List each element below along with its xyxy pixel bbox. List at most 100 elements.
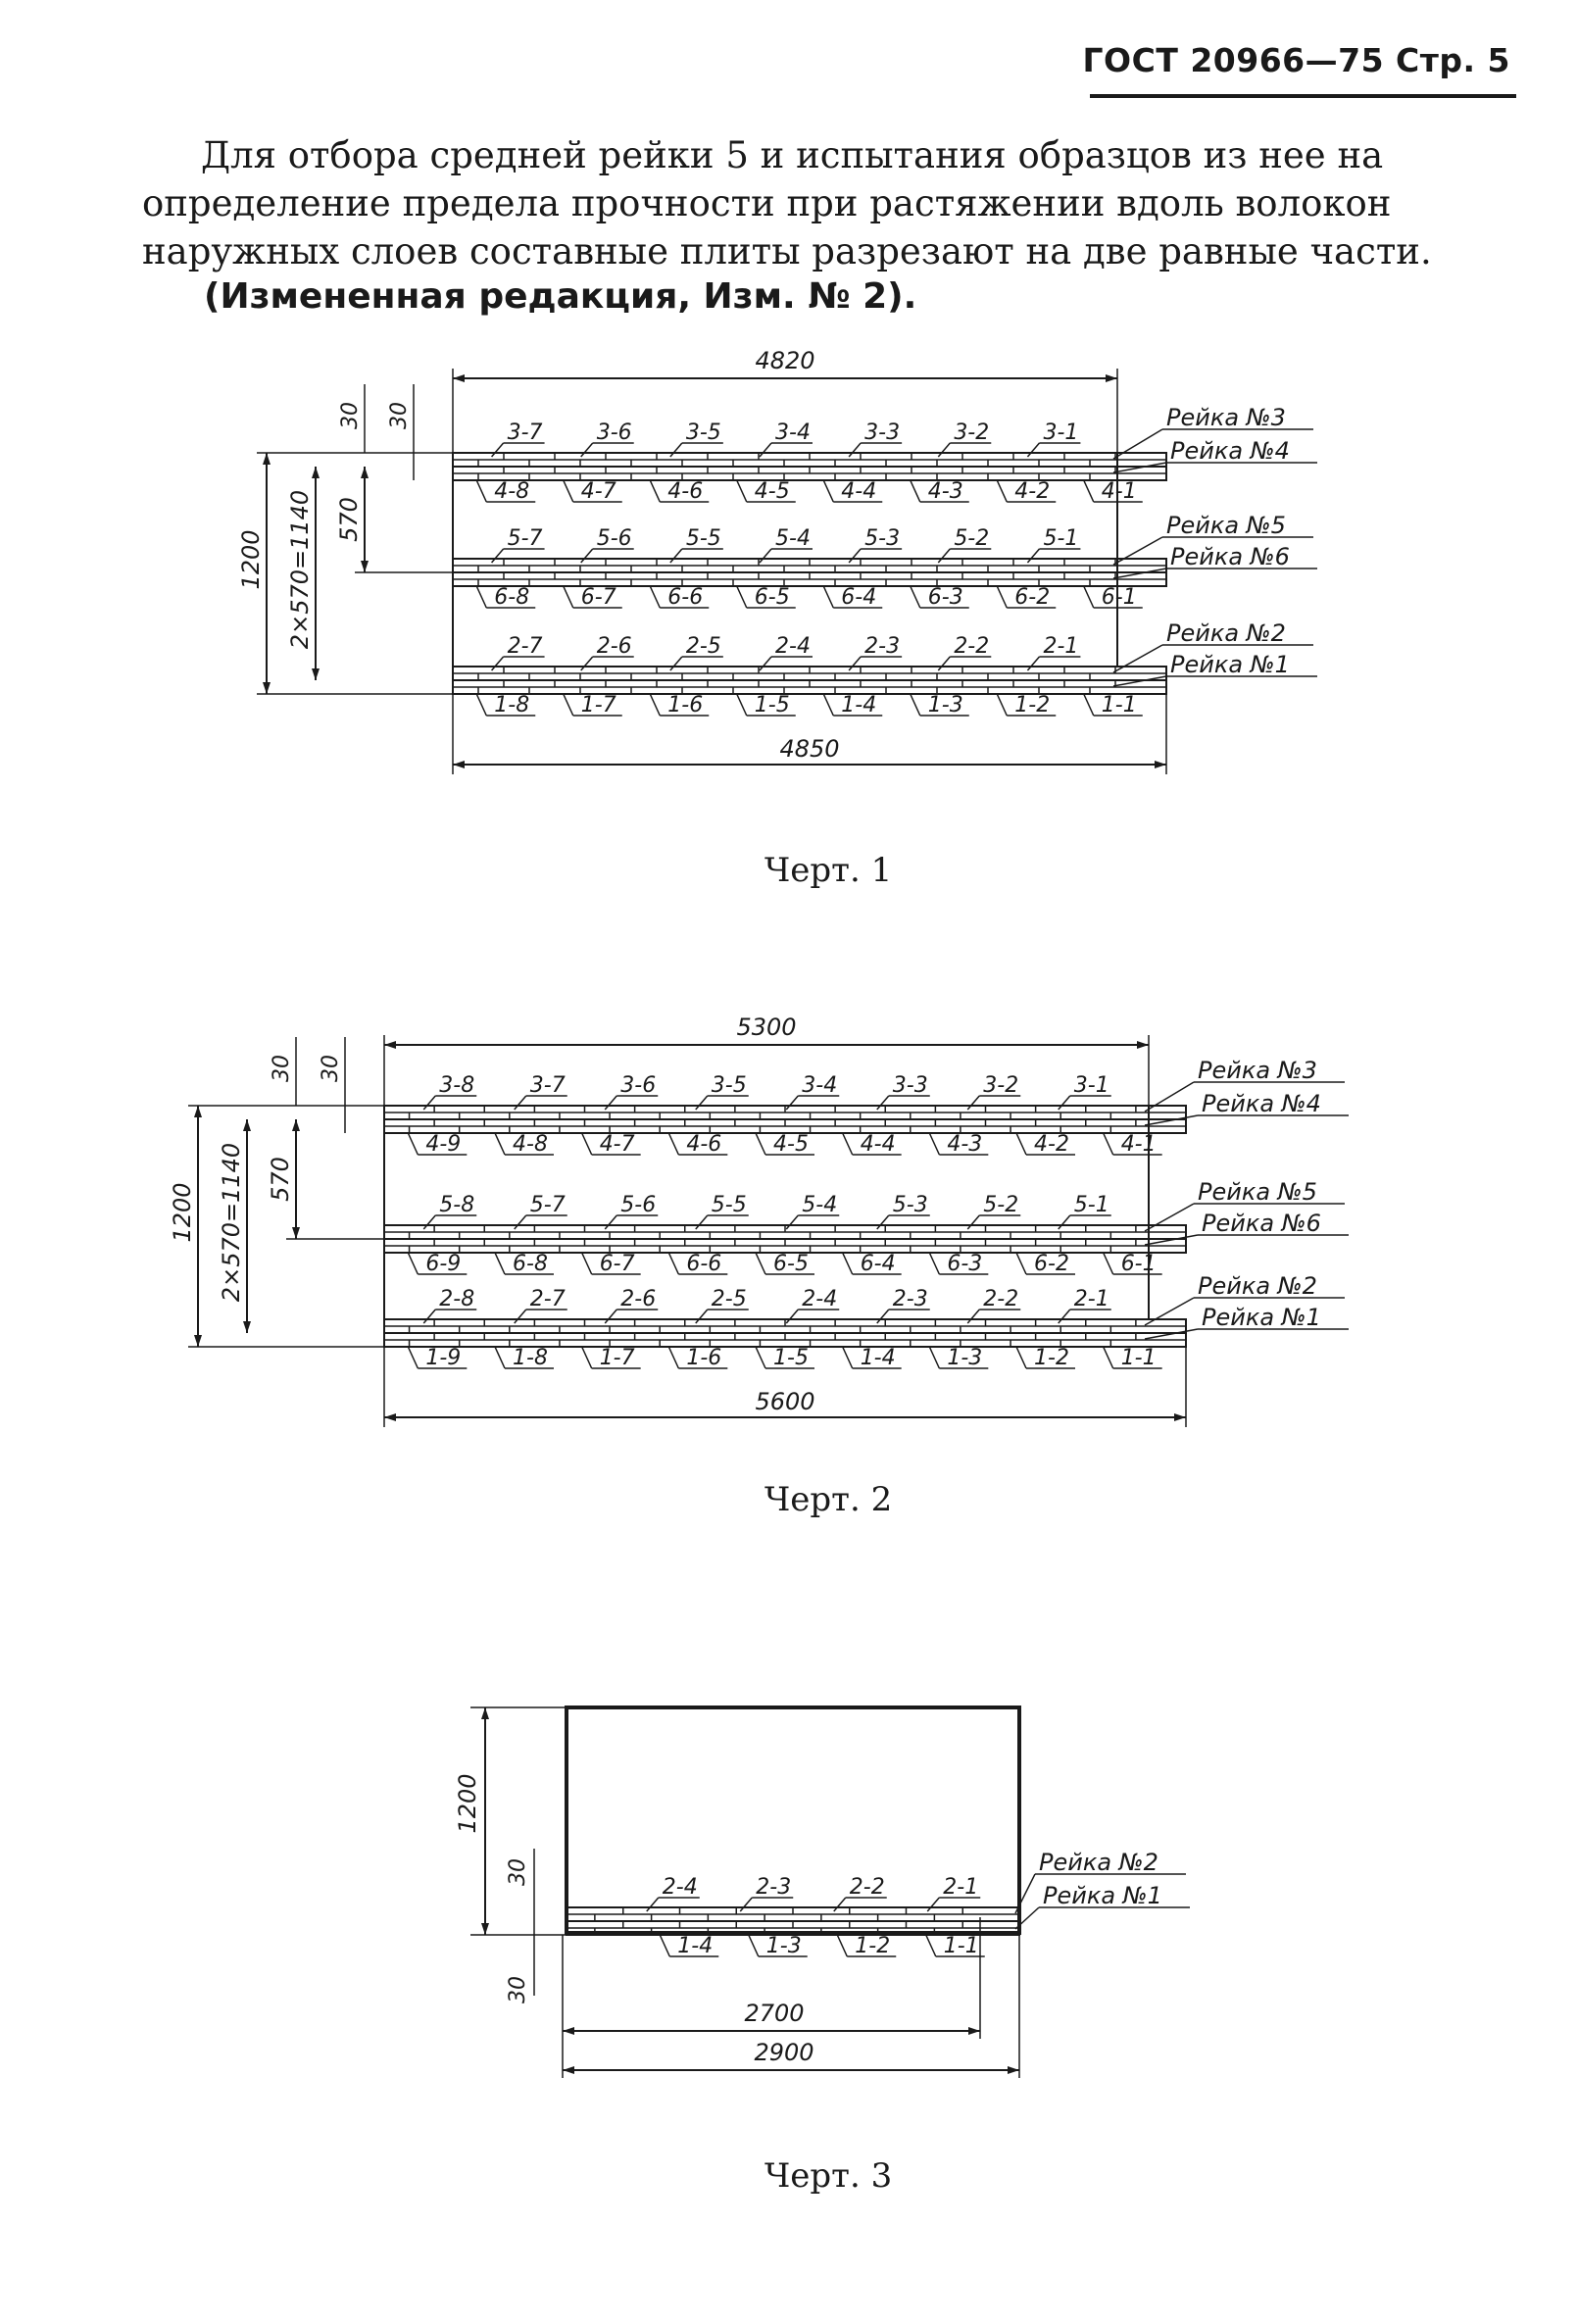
- specimen-label: 6-2: [1034, 1252, 1069, 1276]
- specimen-label: 5-1: [1074, 1193, 1109, 1217]
- leader-line: [910, 479, 921, 503]
- leader-line: [422, 1214, 436, 1230]
- specimen-label: 5-7: [508, 526, 543, 551]
- specimen-label: 3-2: [954, 420, 989, 445]
- leader-line: [563, 693, 574, 717]
- leader-line: [649, 585, 661, 609]
- dimension-arrow: [194, 1335, 202, 1347]
- dimension-arrow: [453, 374, 465, 382]
- leader-line: [736, 479, 748, 503]
- specimen-label: 2-7: [530, 1287, 566, 1311]
- leader-line: [695, 1095, 709, 1111]
- dimension-2700-label: 2700: [744, 2000, 804, 2027]
- dimension-30-label: 30: [506, 1976, 530, 2003]
- leader-line: [1026, 548, 1040, 564]
- dimension-arrow: [312, 467, 320, 478]
- rail-leader: [1112, 462, 1167, 473]
- rail-label: Рейка №5: [1166, 512, 1286, 539]
- specimen-label: 6-7: [581, 585, 616, 610]
- specimen-label: 5-5: [686, 526, 721, 551]
- specimen-label: 6-8: [513, 1252, 548, 1276]
- dimension-arrow: [1174, 1413, 1186, 1421]
- dimension-arrow: [243, 1321, 251, 1333]
- panel-outline: [565, 1706, 1021, 1935]
- dimension-arrow: [453, 761, 465, 768]
- specimen-label: 2-6: [620, 1287, 656, 1311]
- leader-line: [926, 1897, 940, 1912]
- specimen-label: 3-2: [983, 1073, 1018, 1098]
- specimen-label: 2-2: [850, 1875, 885, 1900]
- specimen-label: 1-1: [1121, 1346, 1157, 1370]
- specimen-label: 1-7: [581, 693, 616, 717]
- leader-line: [491, 548, 505, 564]
- specimen-label: 2-2: [983, 1287, 1018, 1311]
- leader-line: [604, 1095, 617, 1111]
- specimen-label: 1-6: [686, 1346, 721, 1370]
- leader-line: [422, 1095, 436, 1111]
- leader-line: [475, 585, 487, 609]
- specimen-label: 4-2: [1034, 1132, 1069, 1157]
- dimension-arrow: [1106, 374, 1117, 382]
- leader-line: [475, 693, 487, 717]
- leader-line: [1015, 1252, 1027, 1275]
- header-rule: [1090, 94, 1516, 98]
- specimen-label: 3-1: [1074, 1073, 1109, 1098]
- leader-line: [563, 585, 574, 609]
- specimen-label: 3-4: [775, 420, 811, 445]
- rail-label: Рейка №6: [1202, 1210, 1321, 1237]
- specimen-label: 1-4: [841, 693, 876, 717]
- leader-line: [848, 548, 862, 564]
- rail-leader: [1144, 1328, 1199, 1340]
- rail-label: Рейка №6: [1170, 543, 1290, 570]
- specimen-label: 2-7: [508, 634, 543, 659]
- dimension-bottom: 4850: [779, 735, 839, 763]
- specimen-label: 3-8: [439, 1073, 474, 1098]
- leader-line: [759, 548, 772, 564]
- leader-line: [667, 1132, 680, 1156]
- leader-line: [1058, 1214, 1071, 1230]
- leader-line: [841, 1252, 854, 1275]
- leader-line: [937, 442, 951, 458]
- rail-leader: [1144, 1203, 1195, 1232]
- leader-line: [996, 585, 1008, 609]
- leader-line: [755, 1346, 766, 1369]
- specimen-label: 1-9: [425, 1346, 461, 1370]
- dimension-arrow: [481, 1923, 489, 1935]
- specimen-label: 6-7: [600, 1252, 635, 1276]
- specimen-label: 3-5: [686, 420, 721, 445]
- specimen-label: 2-4: [802, 1287, 837, 1311]
- leader-line: [407, 1346, 419, 1369]
- specimen-label: 5-5: [712, 1193, 747, 1217]
- leader-line: [1083, 693, 1095, 717]
- leader-line: [475, 479, 487, 503]
- dimension-1200-label: 1200: [169, 1182, 196, 1242]
- specimen-label: 2-1: [1074, 1287, 1109, 1311]
- leader-line: [785, 1309, 799, 1324]
- leader-line: [1026, 656, 1040, 671]
- leader-line: [514, 1095, 527, 1111]
- specimen-label: 5-2: [983, 1193, 1018, 1217]
- leader-line: [494, 1132, 506, 1156]
- leader-line: [494, 1346, 506, 1369]
- specimen-label: 1-2: [1014, 693, 1050, 717]
- specimen-label: 1-1: [944, 1934, 979, 1958]
- specimen-label: 1-7: [600, 1346, 635, 1370]
- specimen-label: 6-9: [425, 1252, 461, 1276]
- specimen-label: 4-3: [947, 1132, 982, 1157]
- dimension-arrow: [361, 467, 369, 478]
- paragraph-line: наружных слоев составные плиты разрезают…: [142, 230, 1432, 272]
- specimen-label: 1-4: [677, 1934, 713, 1958]
- specimen-label: 1-3: [947, 1346, 982, 1370]
- rail-leader: [1112, 428, 1163, 460]
- rail-label: Рейка №4: [1170, 437, 1290, 465]
- specimen-label: 6-3: [947, 1252, 982, 1276]
- leader-line: [759, 442, 772, 458]
- specimen-label: 1-4: [861, 1346, 896, 1370]
- dimension-30-label: 30: [338, 402, 363, 429]
- leader-line: [1083, 479, 1095, 503]
- dimension-arrow: [243, 1119, 251, 1131]
- specimen-label: 6-4: [861, 1252, 896, 1276]
- dimension-arrow: [968, 2027, 980, 2035]
- page-header: ГОСТ 20966—75 Стр. 5: [1082, 41, 1510, 79]
